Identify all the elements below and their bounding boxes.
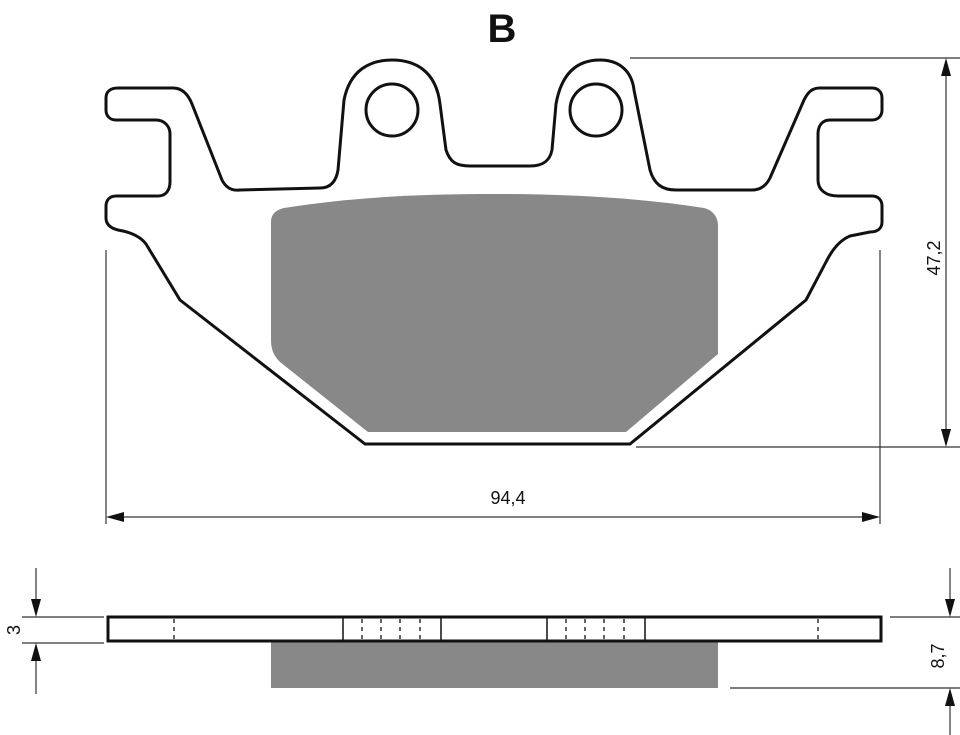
total-thickness-value: 8,7 xyxy=(928,643,948,668)
side-friction-material xyxy=(271,641,718,688)
plate-thickness-value: 3 xyxy=(4,625,24,635)
mounting-hole-right xyxy=(568,82,624,138)
friction-material xyxy=(271,194,718,432)
pad-front-view xyxy=(104,58,884,446)
side-backing-plate xyxy=(106,615,883,643)
figure-label: B xyxy=(488,7,517,51)
mounting-hole-left xyxy=(364,82,420,138)
side-hidden-lines xyxy=(173,619,819,639)
pad-side-view xyxy=(106,615,883,688)
side-hole-boundaries xyxy=(342,617,646,641)
dimension-height xyxy=(630,57,960,448)
height-value: 47,2 xyxy=(924,240,944,275)
dimension-plate-thickness xyxy=(22,568,104,694)
dimension-total-thickness xyxy=(730,568,960,735)
width-value: 94,4 xyxy=(490,488,525,508)
dimension-width xyxy=(105,250,881,524)
